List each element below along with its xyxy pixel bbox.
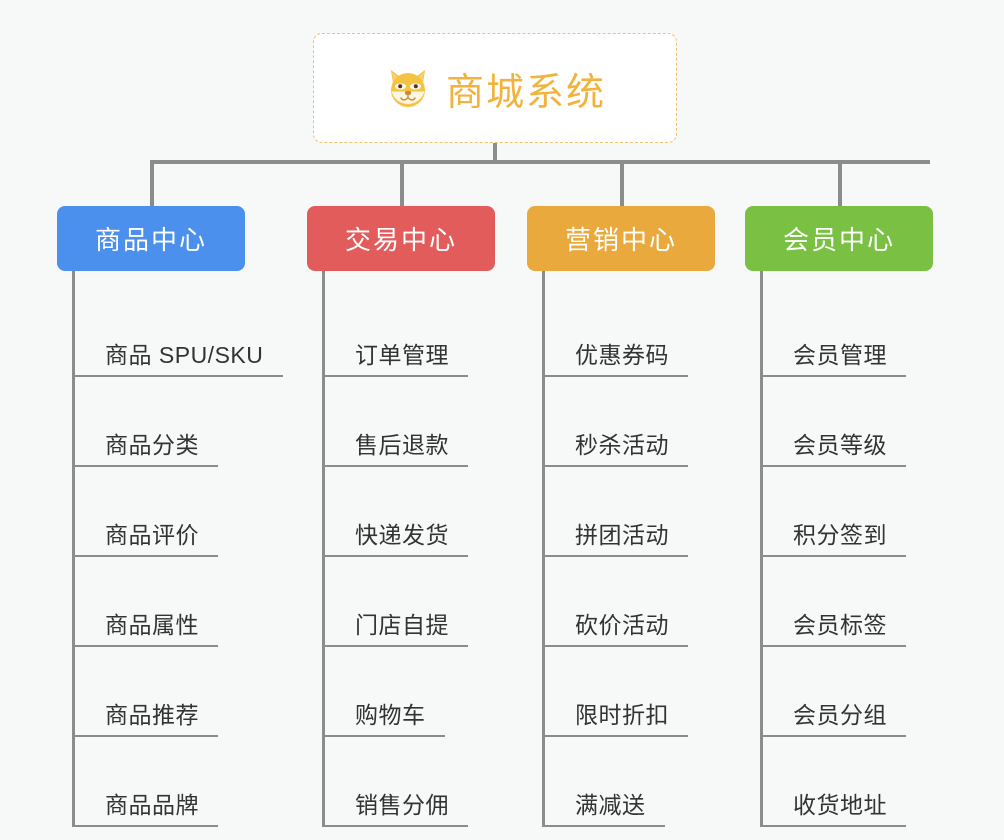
- leaf-underline: [760, 825, 906, 827]
- leaf-label: 销售分佣: [355, 792, 449, 818]
- list-item[interactable]: 快递发货: [325, 467, 495, 555]
- column-product-center: 商品中心商品 SPU/SKU 商品分类商品评价商品属性商品推荐商品品牌: [57, 206, 283, 827]
- leaf-list-marketing-center: 优惠券码秒杀活动拼团活动砍价活动限时折扣满减送: [542, 271, 715, 827]
- list-item[interactable]: 售后退款: [325, 377, 495, 465]
- list-item[interactable]: 商品 SPU/SKU: [75, 287, 263, 375]
- leaf-underline: [542, 645, 688, 647]
- leaf-underline: [322, 735, 445, 737]
- root-title: 商城系统: [445, 71, 606, 114]
- list-item[interactable]: 购物车: [325, 647, 495, 735]
- list-item[interactable]: 会员标签: [763, 557, 933, 645]
- column-header-marketing-center[interactable]: 营销中心: [527, 206, 715, 271]
- list-item[interactable]: 积分签到: [763, 467, 933, 555]
- column-trade-center: 交易中心订单管理售后退款快递发货门店自提购物车销售分佣: [307, 206, 495, 827]
- leaf-label: 订单管理: [355, 342, 449, 368]
- connector-drop-1: [150, 160, 154, 206]
- leaf-underline: [72, 375, 283, 377]
- leaf-label: 商品属性: [105, 612, 199, 638]
- leaf-underline: [542, 465, 688, 467]
- leaf-label: 会员管理: [793, 342, 887, 368]
- leaf-underline: [760, 465, 906, 467]
- list-item[interactable]: 秒杀活动: [545, 377, 715, 465]
- list-item[interactable]: 商品品牌: [75, 737, 245, 825]
- column-header-member-center[interactable]: 会员中心: [745, 206, 933, 271]
- leaf-label: 商品 SPU/SKU: [105, 342, 264, 368]
- root-node[interactable]: 商城系统: [313, 33, 677, 143]
- leaf-list-trade-center: 订单管理售后退款快递发货门店自提购物车销售分佣: [322, 271, 495, 827]
- leaf-label: 秒杀活动: [575, 432, 669, 458]
- list-item[interactable]: 优惠券码: [545, 287, 715, 375]
- leaf-underline: [72, 735, 218, 737]
- shiba-dog-face-icon: [384, 64, 432, 112]
- leaf-list-member-center: 会员管理会员等级积分签到会员标签会员分组收货地址: [760, 271, 933, 827]
- connector-drop-2: [400, 160, 404, 206]
- connector-drop-4: [838, 160, 842, 206]
- list-item[interactable]: 收货地址: [763, 737, 933, 825]
- list-item[interactable]: 订单管理: [325, 287, 495, 375]
- leaf-label: 拼团活动: [575, 522, 669, 548]
- list-item[interactable]: 商品属性: [75, 557, 245, 645]
- leaf-underline: [72, 825, 218, 827]
- leaf-label: 售后退款: [355, 432, 449, 458]
- column-header-label: 会员中心: [782, 225, 895, 255]
- list-item[interactable]: 限时折扣: [545, 647, 715, 735]
- column-header-trade-center[interactable]: 交易中心: [307, 206, 495, 271]
- leaf-label: 限时折扣: [575, 702, 669, 728]
- leaf-underline: [72, 555, 218, 557]
- list-item[interactable]: 会员分组: [763, 647, 933, 735]
- leaf-underline: [760, 735, 906, 737]
- leaf-label: 商品评价: [105, 522, 199, 548]
- leaf-underline: [760, 375, 906, 377]
- list-item[interactable]: 商品评价: [75, 467, 245, 555]
- list-item[interactable]: 满减送: [545, 737, 715, 825]
- leaf-underline: [322, 645, 468, 647]
- list-item[interactable]: 拼团活动: [545, 467, 715, 555]
- leaf-underline: [72, 465, 218, 467]
- column-header-product-center[interactable]: 商品中心: [57, 206, 245, 271]
- list-item[interactable]: 会员管理: [763, 287, 933, 375]
- leaf-label: 满减送: [575, 792, 646, 818]
- leaf-underline: [542, 735, 688, 737]
- leaf-label: 会员分组: [793, 702, 887, 728]
- leaf-label: 优惠券码: [575, 342, 669, 368]
- leaf-label: 收货地址: [793, 792, 887, 818]
- list-item[interactable]: 销售分佣: [325, 737, 495, 825]
- list-item[interactable]: 会员等级: [763, 377, 933, 465]
- leaf-label: 门店自提: [355, 612, 449, 638]
- column-header-label: 商品中心: [94, 225, 207, 255]
- leaf-underline: [72, 645, 218, 647]
- leaf-underline: [760, 555, 906, 557]
- column-header-label: 交易中心: [344, 225, 457, 255]
- leaf-underline: [542, 555, 688, 557]
- leaf-underline: [322, 825, 468, 827]
- leaf-label: 砍价活动: [575, 612, 669, 638]
- leaf-list-product-center: 商品 SPU/SKU 商品分类商品评价商品属性商品推荐商品品牌: [72, 271, 283, 827]
- list-item[interactable]: 商品分类: [75, 377, 245, 465]
- leaf-label: 积分签到: [793, 522, 887, 548]
- leaf-label: 购物车: [355, 702, 426, 728]
- list-item[interactable]: 砍价活动: [545, 557, 715, 645]
- leaf-underline: [542, 825, 665, 827]
- leaf-underline: [542, 375, 688, 377]
- leaf-underline: [760, 645, 906, 647]
- leaf-underline: [322, 555, 468, 557]
- leaf-label: 商品分类: [105, 432, 199, 458]
- leaf-label: 商品推荐: [105, 702, 199, 728]
- leaf-underline: [322, 465, 468, 467]
- list-item[interactable]: 商品推荐: [75, 647, 245, 735]
- connector-stem: [493, 143, 497, 164]
- column-member-center: 会员中心会员管理会员等级积分签到会员标签会员分组收货地址: [745, 206, 933, 827]
- connector-drop-3: [620, 160, 624, 206]
- list-item[interactable]: 门店自提: [325, 557, 495, 645]
- leaf-label: 会员等级: [793, 432, 887, 458]
- connector-bus: [150, 160, 930, 164]
- column-header-label: 营销中心: [564, 225, 677, 255]
- column-marketing-center: 营销中心优惠券码秒杀活动拼团活动砍价活动限时折扣满减送: [527, 206, 715, 827]
- leaf-underline: [322, 375, 468, 377]
- leaf-label: 快递发货: [355, 522, 449, 548]
- leaf-label: 会员标签: [793, 612, 887, 638]
- leaf-label: 商品品牌: [105, 792, 199, 818]
